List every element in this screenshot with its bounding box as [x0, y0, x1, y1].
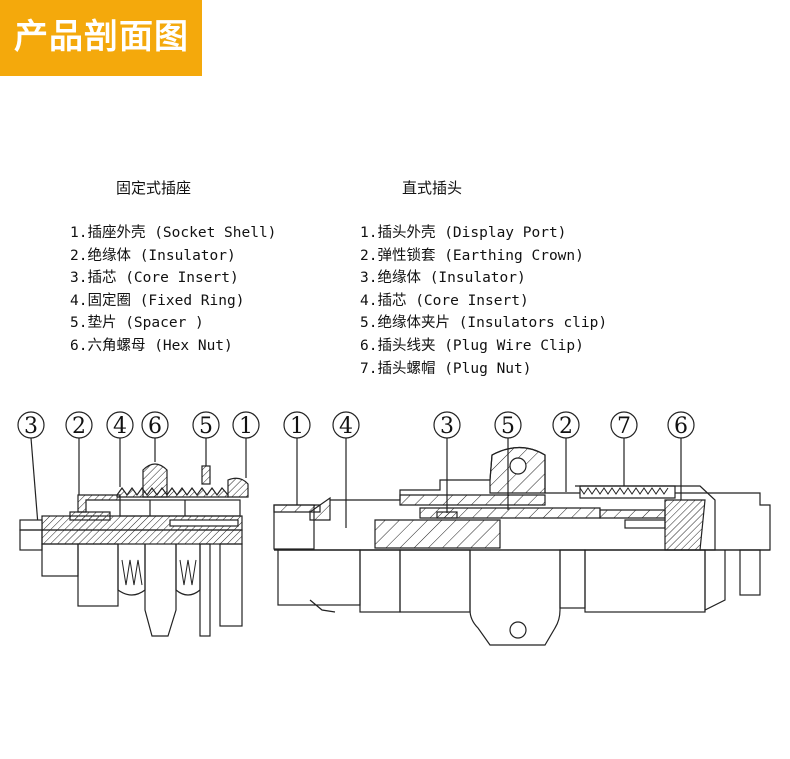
svg-text:3: 3 — [440, 414, 454, 439]
svg-text:7: 7 — [617, 414, 631, 439]
svg-text:1: 1 — [239, 414, 253, 439]
svg-text:2: 2 — [559, 414, 573, 439]
part-item: 3.插芯 (Core Insert) — [70, 270, 239, 287]
callout-4: 4 — [106, 411, 134, 439]
callout-3: 3 — [433, 411, 461, 439]
callout-5: 5 — [192, 411, 220, 439]
part-item: 5.垫片 (Spacer ) — [70, 315, 204, 332]
svg-text:5: 5 — [199, 414, 213, 439]
callout-bubbles: 3 2 4 6 5 1 — [17, 411, 260, 439]
svg-text:3: 3 — [24, 414, 38, 439]
page-title: 产品剖面图 — [14, 17, 189, 57]
part-item: 1.插头外壳 (Display Port) — [360, 225, 567, 241]
straight-plug-parts-list: 1.插头外壳 (Display Port) 2.弹性锁套 (Earthing C… — [360, 222, 607, 380]
callout-1: 1 — [283, 411, 311, 439]
fixed-socket-drawing: 3 2 4 6 5 1 — [17, 411, 260, 637]
part-item: 4.固定圈 (Fixed Ring) — [70, 292, 245, 309]
svg-text:2: 2 — [72, 414, 86, 439]
callout-6: 6 — [667, 411, 695, 439]
part-item: 5.绝缘体夹片 (Insulators clip) — [360, 315, 608, 332]
svg-text:6: 6 — [148, 414, 162, 439]
svg-text:6: 6 — [674, 414, 688, 439]
callout-bubbles: 1 4 3 5 2 7 6 — [283, 411, 695, 439]
fixed-socket-title: 固定式插座 — [116, 179, 192, 197]
callout-4: 4 — [332, 411, 360, 439]
callout-2: 2 — [552, 411, 580, 439]
fixed-socket-parts-list: 1.插座外壳 (Socket Shell) 2.绝缘体 (Insulator) … — [70, 222, 276, 358]
part-item: 6.插头线夹 (Plug Wire Clip) — [360, 337, 584, 354]
callout-6: 6 — [141, 411, 169, 439]
svg-text:4: 4 — [113, 414, 127, 439]
part-item: 1.插座外壳 (Socket Shell) — [70, 225, 277, 241]
callout-5: 5 — [494, 411, 522, 439]
straight-plug-title: 直式插头 — [402, 179, 463, 197]
part-item: 3.绝缘体 (Insulator) — [360, 270, 526, 287]
straight-plug-drawing: 1 4 3 5 2 7 6 — [273, 411, 771, 646]
part-item: 2.弹性锁套 (Earthing Crown) — [360, 247, 584, 264]
callout-7: 7 — [610, 411, 638, 439]
callout-1: 1 — [232, 411, 260, 439]
part-item: 7.插头螺帽 (Plug Nut) — [360, 360, 532, 377]
part-item: 2.绝缘体 (Insulator) — [70, 247, 236, 264]
svg-text:4: 4 — [339, 414, 353, 439]
part-item: 4.插芯 (Core Insert) — [360, 292, 529, 309]
callout-3: 3 — [17, 411, 45, 439]
title-banner: 产品剖面图 — [0, 0, 202, 76]
callout-2: 2 — [65, 411, 93, 439]
svg-text:1: 1 — [290, 414, 304, 439]
part-item: 6.六角螺母 (Hex Nut) — [70, 337, 233, 354]
svg-text:5: 5 — [501, 414, 515, 439]
